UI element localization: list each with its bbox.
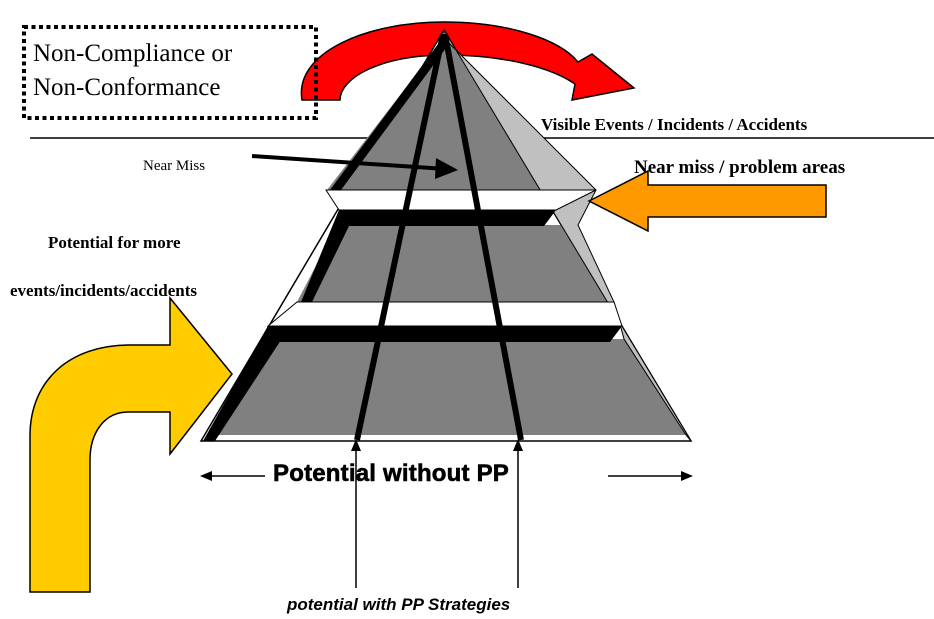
pyramid-band-middle (297, 225, 614, 302)
pyramid-ledge-2 (262, 326, 622, 342)
orange-arrow (587, 169, 827, 233)
pyramid-left-bevel-bottom (203, 326, 281, 441)
noncompliance-box (22, 25, 318, 120)
potential-with-label: potential with PP Strategies (287, 595, 511, 614)
potential-more-line1: Potential for more (48, 233, 181, 252)
potential-more-line2: events/incidents/accidents (10, 281, 197, 300)
noncompliance-line2: Non-Conformance (33, 73, 221, 101)
problem-areas-label: Near miss / problem areas (634, 157, 846, 178)
potential-without-label: Potential without PP (273, 460, 509, 488)
pp-line-right (442, 33, 524, 441)
pyramid (199, 28, 693, 442)
noncompliance-line1: Non-Compliance or (33, 40, 233, 67)
pyramid-ledge-1 (336, 210, 556, 226)
potential-with-arrows (351, 439, 523, 588)
pyramid-band-bottom (207, 339, 686, 435)
red-curved-arrow (300, 21, 636, 101)
pyramid-left-bevel-middle (301, 210, 349, 302)
pp-line-left (354, 33, 446, 441)
yellow-curved-arrow (29, 295, 233, 593)
potential-without-arrows (200, 471, 693, 481)
visible-events-label: Visible Events / Incidents / Accidents (541, 115, 808, 134)
pyramid-left-bevel-top (330, 36, 446, 190)
near-miss-arrow (251, 154, 458, 179)
noncompliance-label: Non-Compliance or Non-Conformance (33, 37, 232, 105)
near-miss-label: Near Miss (143, 158, 206, 174)
